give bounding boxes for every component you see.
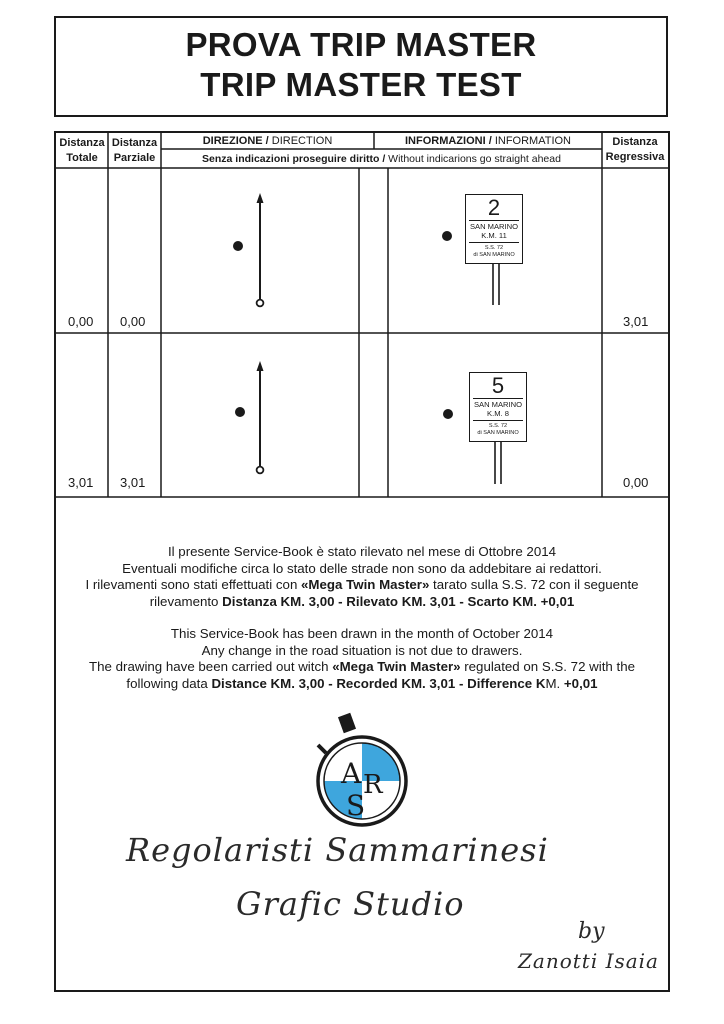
row1-sign-number: 2 bbox=[487, 195, 501, 220]
notes-en-line4-diff: +0,01 bbox=[560, 675, 598, 691]
header-direzione-it: DIREZIONE / bbox=[202, 135, 269, 147]
header-distanza-parziale: Distanza Parziale bbox=[108, 136, 161, 166]
header-distanza-parziale-l2: Parziale bbox=[113, 152, 156, 164]
header-note: Senza indicazioni proseguire diritto / W… bbox=[161, 152, 602, 166]
header-note-it: Senza indicazioni proseguire diritto / bbox=[202, 153, 386, 165]
branding-by: by bbox=[578, 919, 605, 944]
header-distanza-totale-l1: Distanza bbox=[59, 137, 105, 149]
row2-sign-line2: K.M. 8 bbox=[487, 409, 509, 418]
notes-en-line1: This Service-Book has been drawn in the … bbox=[170, 626, 554, 641]
table-grid bbox=[56, 133, 668, 498]
notes-it-line3-device: «Mega Twin Master» bbox=[301, 577, 430, 592]
notes-en-line4-unit: M. bbox=[545, 675, 561, 691]
row2-sign-destination: SAN MARINO K.M. 8 bbox=[473, 398, 523, 418]
header-informazioni-it: INFORMAZIONI / bbox=[404, 135, 492, 147]
row1-road-sign: 2 SAN MARINO K.M. 11 S.S. 72 di SAN MARI… bbox=[465, 194, 523, 264]
header-direzione: DIREZIONE / DIRECTION bbox=[161, 134, 374, 148]
notes-it-line1: Il presente Service-Book è stato rilevat… bbox=[167, 544, 557, 559]
row2-sign-number: 5 bbox=[491, 373, 505, 398]
row2-sign-road: S.S. 72 di SAN MARINO bbox=[473, 420, 523, 437]
notes-en-line3-c: regulated on S.S. 72 with the bbox=[460, 659, 635, 674]
header-direzione-en: DIRECTION bbox=[268, 135, 333, 147]
road-book-sheet: Distanza Totale Distanza Parziale DIREZI… bbox=[54, 131, 670, 992]
row2-totale: 3,01 bbox=[68, 475, 94, 490]
header-distanza-regressiva-l1: Distanza bbox=[612, 136, 658, 148]
row2-sign-line1: SAN MARINO bbox=[473, 400, 523, 409]
row1-sign-destination: SAN MARINO K.M. 11 bbox=[469, 220, 519, 240]
notes-it-line2: Eventuali modifiche circa lo stato delle… bbox=[122, 560, 602, 576]
row1-parziale: 0,00 bbox=[120, 314, 146, 329]
notes-en-line3-a: The drawing have been carried out witch bbox=[89, 659, 333, 674]
row1-regressiva: 3,01 bbox=[623, 314, 649, 329]
row1-sign-road: S.S. 72 di SAN MARINO bbox=[469, 242, 519, 259]
header-distanza-regressiva-l2: Regressiva bbox=[605, 151, 665, 163]
header-distanza-totale: Distanza Totale bbox=[56, 136, 108, 166]
row1-sign-line2: K.M. 11 bbox=[481, 231, 507, 240]
row2-parziale: 3,01 bbox=[120, 475, 146, 490]
header-distanza-parziale-l1: Distanza bbox=[111, 137, 158, 149]
notes-en-line4-data: Distance KM. 3,00 - Recorded KM. 3,01 - … bbox=[211, 675, 546, 691]
header-distanza-regressiva: Distanza Regressiva bbox=[602, 135, 668, 165]
notes-it-line4-data: Distanza KM. 3,00 - Rilevato KM. 3,01 - … bbox=[222, 593, 575, 609]
notes-it-line3-c: tarato sulla S.S. 72 con il seguente bbox=[429, 577, 639, 592]
header-informazioni-en: INFORMATION bbox=[491, 135, 571, 147]
notes-en-line3: The drawing have been carried out witch … bbox=[56, 659, 668, 676]
title-line-2: TRIP MASTER TEST bbox=[200, 66, 522, 103]
header-note-en: Without indicarions go straight ahead bbox=[385, 153, 561, 165]
notes-en-line2: Any change in the road situation is not … bbox=[201, 642, 523, 658]
notes-it-line3-a: I rilevamenti sono stati effettuati con bbox=[85, 577, 302, 592]
notes-en-line4: following data Distance KM. 3,00 - Recor… bbox=[56, 676, 668, 693]
title-line-1: PROVA TRIP MASTER bbox=[185, 26, 537, 63]
row1-totale: 0,00 bbox=[68, 314, 94, 329]
branding-author: Zanotti Isaia bbox=[518, 949, 659, 973]
row2-regressiva: 0,00 bbox=[623, 475, 649, 490]
row2-road-sign: 5 SAN MARINO K.M. 8 S.S. 72 di SAN MARIN… bbox=[469, 372, 527, 442]
header-informazioni: INFORMAZIONI / INFORMATION bbox=[374, 134, 602, 148]
notes-it-line4-a: rilevamento bbox=[149, 593, 223, 609]
row1-sign-line1: SAN MARINO bbox=[469, 222, 519, 231]
title-box: PROVA TRIP MASTER TRIP MASTER TEST bbox=[54, 16, 668, 117]
notes-en-line4-a: following data bbox=[126, 675, 212, 691]
row2-sign-road2: di SAN MARINO bbox=[477, 430, 519, 436]
branding-line2: Grafic Studio bbox=[236, 885, 465, 923]
notes-en-line3-device: «Mega Twin Master» bbox=[332, 659, 461, 674]
notes-it-line3: I rilevamenti sono stati effettuati con … bbox=[56, 577, 668, 594]
row1-sign-road2: di SAN MARINO bbox=[473, 252, 515, 258]
notes-it-line4: rilevamento Distanza KM. 3,00 - Rilevato… bbox=[56, 594, 668, 611]
row2-sign-road1: S.S. 72 bbox=[488, 423, 508, 429]
header-distanza-totale-l2: Totale bbox=[66, 152, 98, 164]
row1-sign-road1: S.S. 72 bbox=[484, 245, 504, 251]
branding-line1: Regolaristi Sammarinesi bbox=[126, 831, 549, 869]
notes-block: Il presente Service-Book è stato rilevat… bbox=[56, 544, 668, 692]
